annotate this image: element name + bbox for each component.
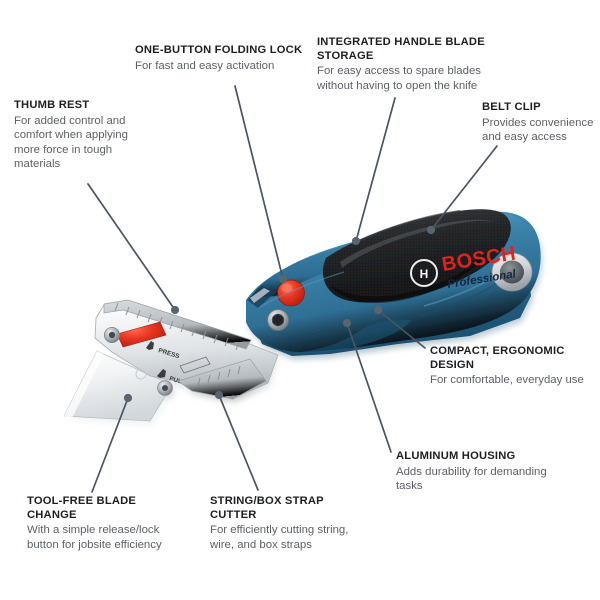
callout-thumb-rest: THUMB REST For added control and comfort… bbox=[14, 99, 174, 172]
string-box-strap-cutter bbox=[177, 358, 267, 400]
body-hex-screw bbox=[267, 309, 289, 331]
callout-description: For easy access to spare blades without … bbox=[317, 65, 481, 92]
callout-title: TOOL-FREE BLADE CHANGE bbox=[27, 495, 137, 521]
callout-description: With a simple release/lock button for jo… bbox=[27, 524, 162, 551]
aluminum-housing-plate bbox=[94, 303, 279, 400]
blade-release-slider bbox=[116, 321, 167, 348]
belt-clip-seam bbox=[351, 210, 461, 245]
callout-aluminum-housing: ALUMINUM HOUSING Adds durability for dem… bbox=[396, 450, 596, 494]
handle-top-highlight bbox=[250, 212, 532, 298]
leader-aluminum-housing bbox=[346, 322, 392, 453]
leader-string-box-strap-cutter bbox=[218, 394, 259, 491]
bosch-wordmark: BOSCH bbox=[440, 243, 517, 276]
callout-description: For comfortable, everyday use bbox=[430, 374, 584, 387]
callout-title: ONE-BUTTON FOLDING LOCK bbox=[135, 44, 303, 56]
thumb-rest-serration bbox=[103, 299, 252, 351]
soft-grip-overmold bbox=[322, 209, 511, 303]
callout-title: INTEGRATED HANDLE BLADE STORAGE bbox=[317, 36, 485, 62]
leader-endpoint-dots bbox=[123, 225, 436, 403]
callout-compact-ergonomic-design: COMPACT, ERGONOMIC DESIGN For comfortabl… bbox=[430, 345, 596, 388]
lanyard-hole bbox=[491, 252, 533, 292]
callout-title: COMPACT, ERGONOMIC DESIGN bbox=[430, 345, 565, 371]
pivot-screw-front bbox=[104, 326, 121, 343]
callout-integrated-handle-blade-storage: INTEGRATED HANDLE BLADE STORAGE For easy… bbox=[317, 36, 499, 93]
callout-belt-clip: BELT CLIP Provides convenience and easy … bbox=[482, 101, 594, 145]
callout-title: STRING/BOX STRAP CUTTER bbox=[210, 495, 324, 521]
pull-label: PULL bbox=[168, 375, 186, 386]
handle-lower-shell bbox=[248, 258, 531, 356]
bosch-logo-letter: H bbox=[420, 267, 429, 281]
handle-body bbox=[246, 211, 541, 352]
press-indicator: PRESS bbox=[146, 341, 181, 360]
callout-description: Provides convenience and easy access bbox=[482, 116, 594, 144]
leader-one-button-folding-lock bbox=[234, 85, 284, 280]
callout-description: For efficiently cutting string, wire, an… bbox=[210, 524, 349, 551]
bosch-branding: H BOSCH Professional bbox=[410, 243, 518, 291]
callout-string-box-strap-cutter: STRING/BOX STRAP CUTTER For efficiently … bbox=[210, 495, 375, 552]
pull-indicator: PULL bbox=[157, 356, 211, 387]
blade-exit-slot bbox=[247, 286, 276, 308]
leader-compact-ergonomic-design bbox=[377, 309, 426, 349]
callout-description: Adds durability for demanding tasks bbox=[396, 465, 547, 493]
bosch-tagline: Professional bbox=[447, 268, 518, 291]
callout-one-button-folding-lock: ONE-BUTTON FOLDING LOCK For fast and eas… bbox=[135, 44, 310, 73]
callout-title: BELT CLIP bbox=[482, 101, 541, 113]
leader-tool-free-blade-change bbox=[91, 397, 129, 493]
utility-blade bbox=[63, 350, 173, 422]
callout-description: For fast and easy activation bbox=[135, 59, 275, 72]
bosch-logo-mark bbox=[410, 259, 438, 287]
callout-description: For added control and comfort when apply… bbox=[14, 114, 128, 171]
leader-belt-clip bbox=[430, 145, 498, 231]
callout-title: ALUMINUM HOUSING bbox=[396, 450, 516, 462]
pivot-screw-rear bbox=[157, 380, 173, 396]
leader-integrated-handle-blade-storage bbox=[355, 97, 396, 242]
callout-tool-free-blade-change: TOOL-FREE BLADE CHANGE With a simple rel… bbox=[27, 495, 202, 552]
leader-thumb-rest bbox=[87, 183, 176, 311]
one-button-folding-lock bbox=[277, 279, 305, 307]
callout-title: THUMB REST bbox=[14, 99, 90, 111]
press-label: PRESS bbox=[157, 347, 180, 360]
